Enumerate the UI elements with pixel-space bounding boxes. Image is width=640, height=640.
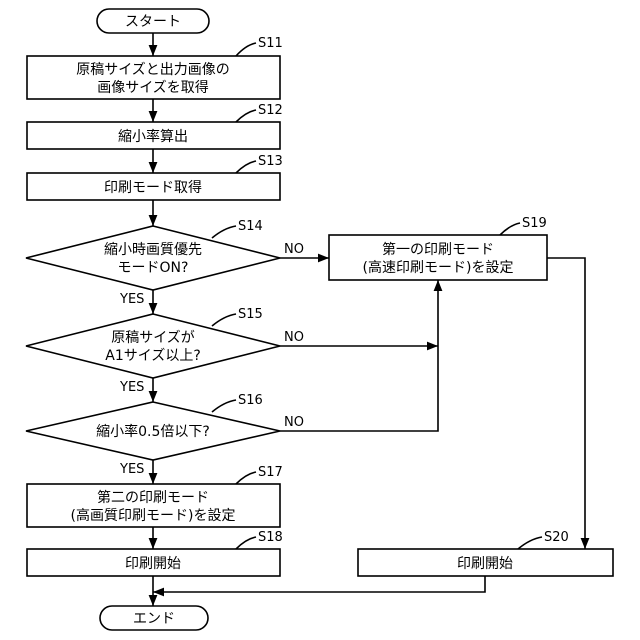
s14-yes-label: YES <box>119 292 144 307</box>
decision-s15 <box>26 314 280 378</box>
s20-leader <box>518 537 542 549</box>
s16-text: 縮小率0.5倍以下? <box>96 423 210 440</box>
s11-step-label: S11 <box>258 36 283 51</box>
s14-no-label: NO <box>284 242 304 257</box>
s18-leader <box>236 537 256 549</box>
s17-text-line1: 第二の印刷モード <box>97 489 209 506</box>
s16-yes-label: YES <box>119 462 144 477</box>
s15-step-label: S15 <box>238 307 263 322</box>
s18-step-label: S18 <box>258 530 283 545</box>
arrow-s16-no-s19 <box>280 280 438 431</box>
decision-s14 <box>26 226 280 290</box>
s17-step-label: S17 <box>258 465 283 480</box>
s12-step-label: S12 <box>258 103 283 118</box>
s19-step-label: S19 <box>522 216 547 231</box>
end-label: エンド <box>133 611 175 627</box>
s18-text: 印刷開始 <box>125 556 181 572</box>
s16-step-label: S16 <box>238 393 263 408</box>
start-label: スタート <box>125 14 181 30</box>
s15-text-line1: 原稿サイズが <box>111 330 195 346</box>
s15-no-label: NO <box>284 330 304 345</box>
s13-step-label: S13 <box>258 154 283 169</box>
s19-leader <box>500 223 520 235</box>
s19-text-line1: 第一の印刷モード <box>382 241 494 258</box>
s14-step-label: S14 <box>238 219 263 234</box>
s11-text-line1: 原稿サイズと出力画像の <box>76 62 230 78</box>
s11-text-line2: 画像サイズを取得 <box>97 79 209 96</box>
s20-step-label: S20 <box>544 530 569 545</box>
arrow-s19-s20 <box>547 258 585 549</box>
s15-text-line2: A1サイズ以上? <box>105 348 201 364</box>
s11-leader <box>236 43 256 56</box>
s16-leader <box>212 400 236 412</box>
s14-text-line1: 縮小時画質優先 <box>104 242 202 258</box>
s13-text: 印刷モード取得 <box>104 179 202 196</box>
s15-leader <box>212 314 236 326</box>
arrow-s20-end <box>153 576 485 592</box>
s13-leader <box>236 161 256 173</box>
s20-text: 印刷開始 <box>457 556 513 572</box>
s17-leader <box>236 472 256 484</box>
s15-yes-label: YES <box>119 380 144 395</box>
s12-text: 縮小率算出 <box>118 128 188 145</box>
s16-no-label: NO <box>284 415 304 430</box>
s17-text-line2: (高画質印刷モード)を設定 <box>71 507 236 524</box>
s14-leader <box>212 226 236 238</box>
s14-text-line2: モードON? <box>118 260 189 276</box>
s12-leader <box>236 110 256 122</box>
s19-text-line2: (高速印刷モード)を設定 <box>363 259 514 276</box>
